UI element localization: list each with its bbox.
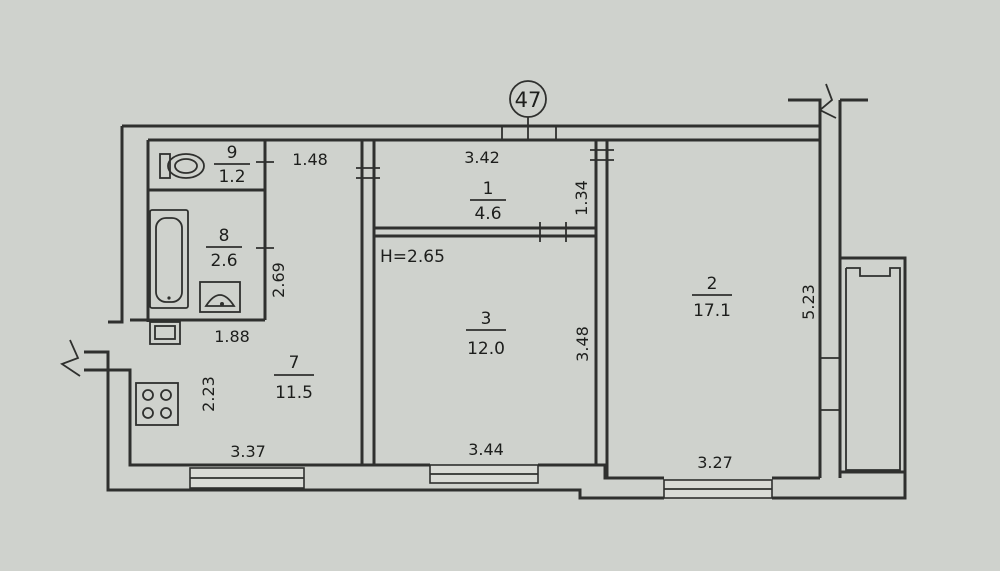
dim-room-1-width: 3.42 — [464, 148, 500, 167]
dimension-labels: 1.48 3.42 1.34 2.69 1.88 2.23 3.37 3.44 … — [199, 148, 818, 472]
toilet-icon — [159, 153, 205, 179]
room-1-area: 4.6 — [474, 204, 501, 224]
room-9-number: 9 — [227, 143, 238, 163]
room-7-area: 11.5 — [275, 383, 313, 403]
room-8-number: 8 — [219, 226, 230, 246]
windows — [189, 464, 773, 499]
dim-corridor-top: 1.48 — [292, 150, 328, 169]
balcony — [840, 256, 907, 474]
ceiling-height: H=2.65 — [380, 247, 445, 267]
dim-kitchen-top: 1.88 — [214, 327, 250, 346]
washbasin-icon — [199, 281, 241, 313]
bathtub-icon — [149, 209, 189, 309]
kitchen-sink-icon — [149, 321, 181, 345]
dim-room-2-width: 3.27 — [697, 453, 733, 472]
fixtures — [135, 153, 241, 426]
room-9-area: 1.2 — [218, 167, 245, 187]
room-8-area: 2.6 — [210, 251, 237, 271]
stove-icon — [135, 382, 179, 426]
section-marker: 47 — [509, 80, 547, 140]
exterior-walls — [60, 83, 907, 500]
room-3-number: 3 — [481, 309, 492, 329]
room-2-number: 2 — [707, 274, 718, 294]
room-7-number: 7 — [289, 353, 300, 373]
room-2-area: 17.1 — [693, 301, 731, 321]
dim-room-3-width: 3.44 — [468, 440, 504, 459]
dim-room-3-depth: 3.48 — [573, 326, 592, 362]
interior-walls — [130, 126, 840, 478]
marker-label: 47 — [515, 88, 542, 112]
room-3-area: 12.0 — [467, 339, 505, 359]
room-1-number: 1 — [483, 179, 494, 199]
dim-room-2-depth: 5.23 — [799, 284, 818, 320]
dim-kitchen-depth: 2.23 — [199, 376, 218, 412]
room-labels: 9 1.2 8 2.6 7 11.5 1 4.6 3 12.0 2 17.1 — [206, 143, 732, 403]
dim-room-1-depth: 1.34 — [572, 180, 591, 216]
dim-bathroom-depth: 2.69 — [269, 262, 288, 298]
dim-kitchen-width: 3.37 — [230, 442, 266, 461]
